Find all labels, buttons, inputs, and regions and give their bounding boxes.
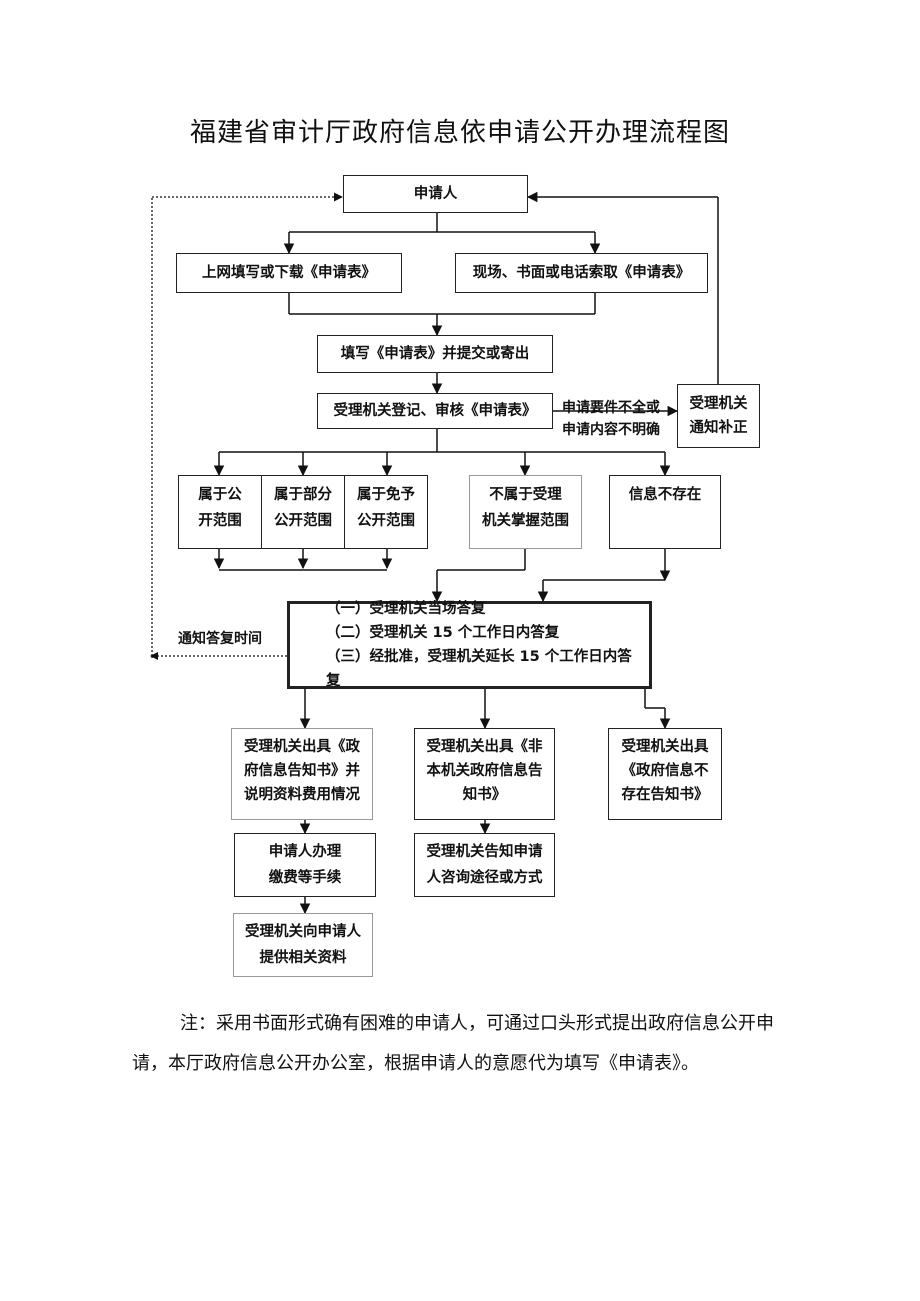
node-pay: 申请人办理 缴费等手续	[234, 833, 376, 897]
node-notice-notexist: 受理机关出具 《政府信息不 存在告知书》	[608, 728, 722, 820]
node-consult: 受理机关告知申请 人咨询途径或方式	[414, 833, 555, 897]
node-provide: 受理机关向申请人 提供相关资料	[233, 913, 373, 977]
node-applicant: 申请人	[343, 175, 528, 213]
node-onsite-request: 现场、书面或电话索取《申请表》	[455, 253, 708, 293]
node-public-scope: 属于公 开范围	[178, 475, 262, 549]
label-incomplete-application: 申请要件不全或 申请内容不明确	[562, 400, 660, 438]
node-partial-scope: 属于部分 公开范围	[261, 475, 345, 549]
node-notice-other: 受理机关出具《非 本机关政府信息告 知书》	[414, 728, 555, 820]
dotted-arrow-head-left	[150, 652, 158, 660]
node-notice-govinfo: 受理机关出具《政 府信息告知书》并 说明资料费用情况	[231, 728, 373, 820]
page-title: 福建省审计厅政府信息依申请公开办理流程图	[189, 118, 730, 148]
footnote: 注：采用书面形式确有困难的申请人，可通过口头形式提出政府信息公开申请，本厅政府信…	[132, 1013, 774, 1074]
node-notify-fix: 受理机关 通知补正	[677, 384, 760, 448]
node-exempt-scope: 属于免予 公开范围	[344, 475, 428, 549]
node-register-review: 受理机关登记、审核《申请表》	[317, 393, 553, 429]
node-online-download: 上网填写或下载《申请表》	[176, 253, 402, 293]
node-reply: （一）受理机关当场答复 （二）受理机关 15 个工作日内答复 （三）经批准，受理…	[287, 601, 652, 689]
node-not-exist: 信息不存在	[609, 475, 721, 549]
node-submit: 填写《申请表》并提交或寄出	[317, 335, 553, 373]
reply-lines: （一）受理机关当场答复 （二）受理机关 15 个工作日内答复 （三）经批准，受理…	[326, 601, 632, 689]
node-not-ours: 不属于受理 机关掌握范围	[469, 475, 582, 549]
label-notify-reply-time: 通知答复时间	[178, 631, 262, 647]
